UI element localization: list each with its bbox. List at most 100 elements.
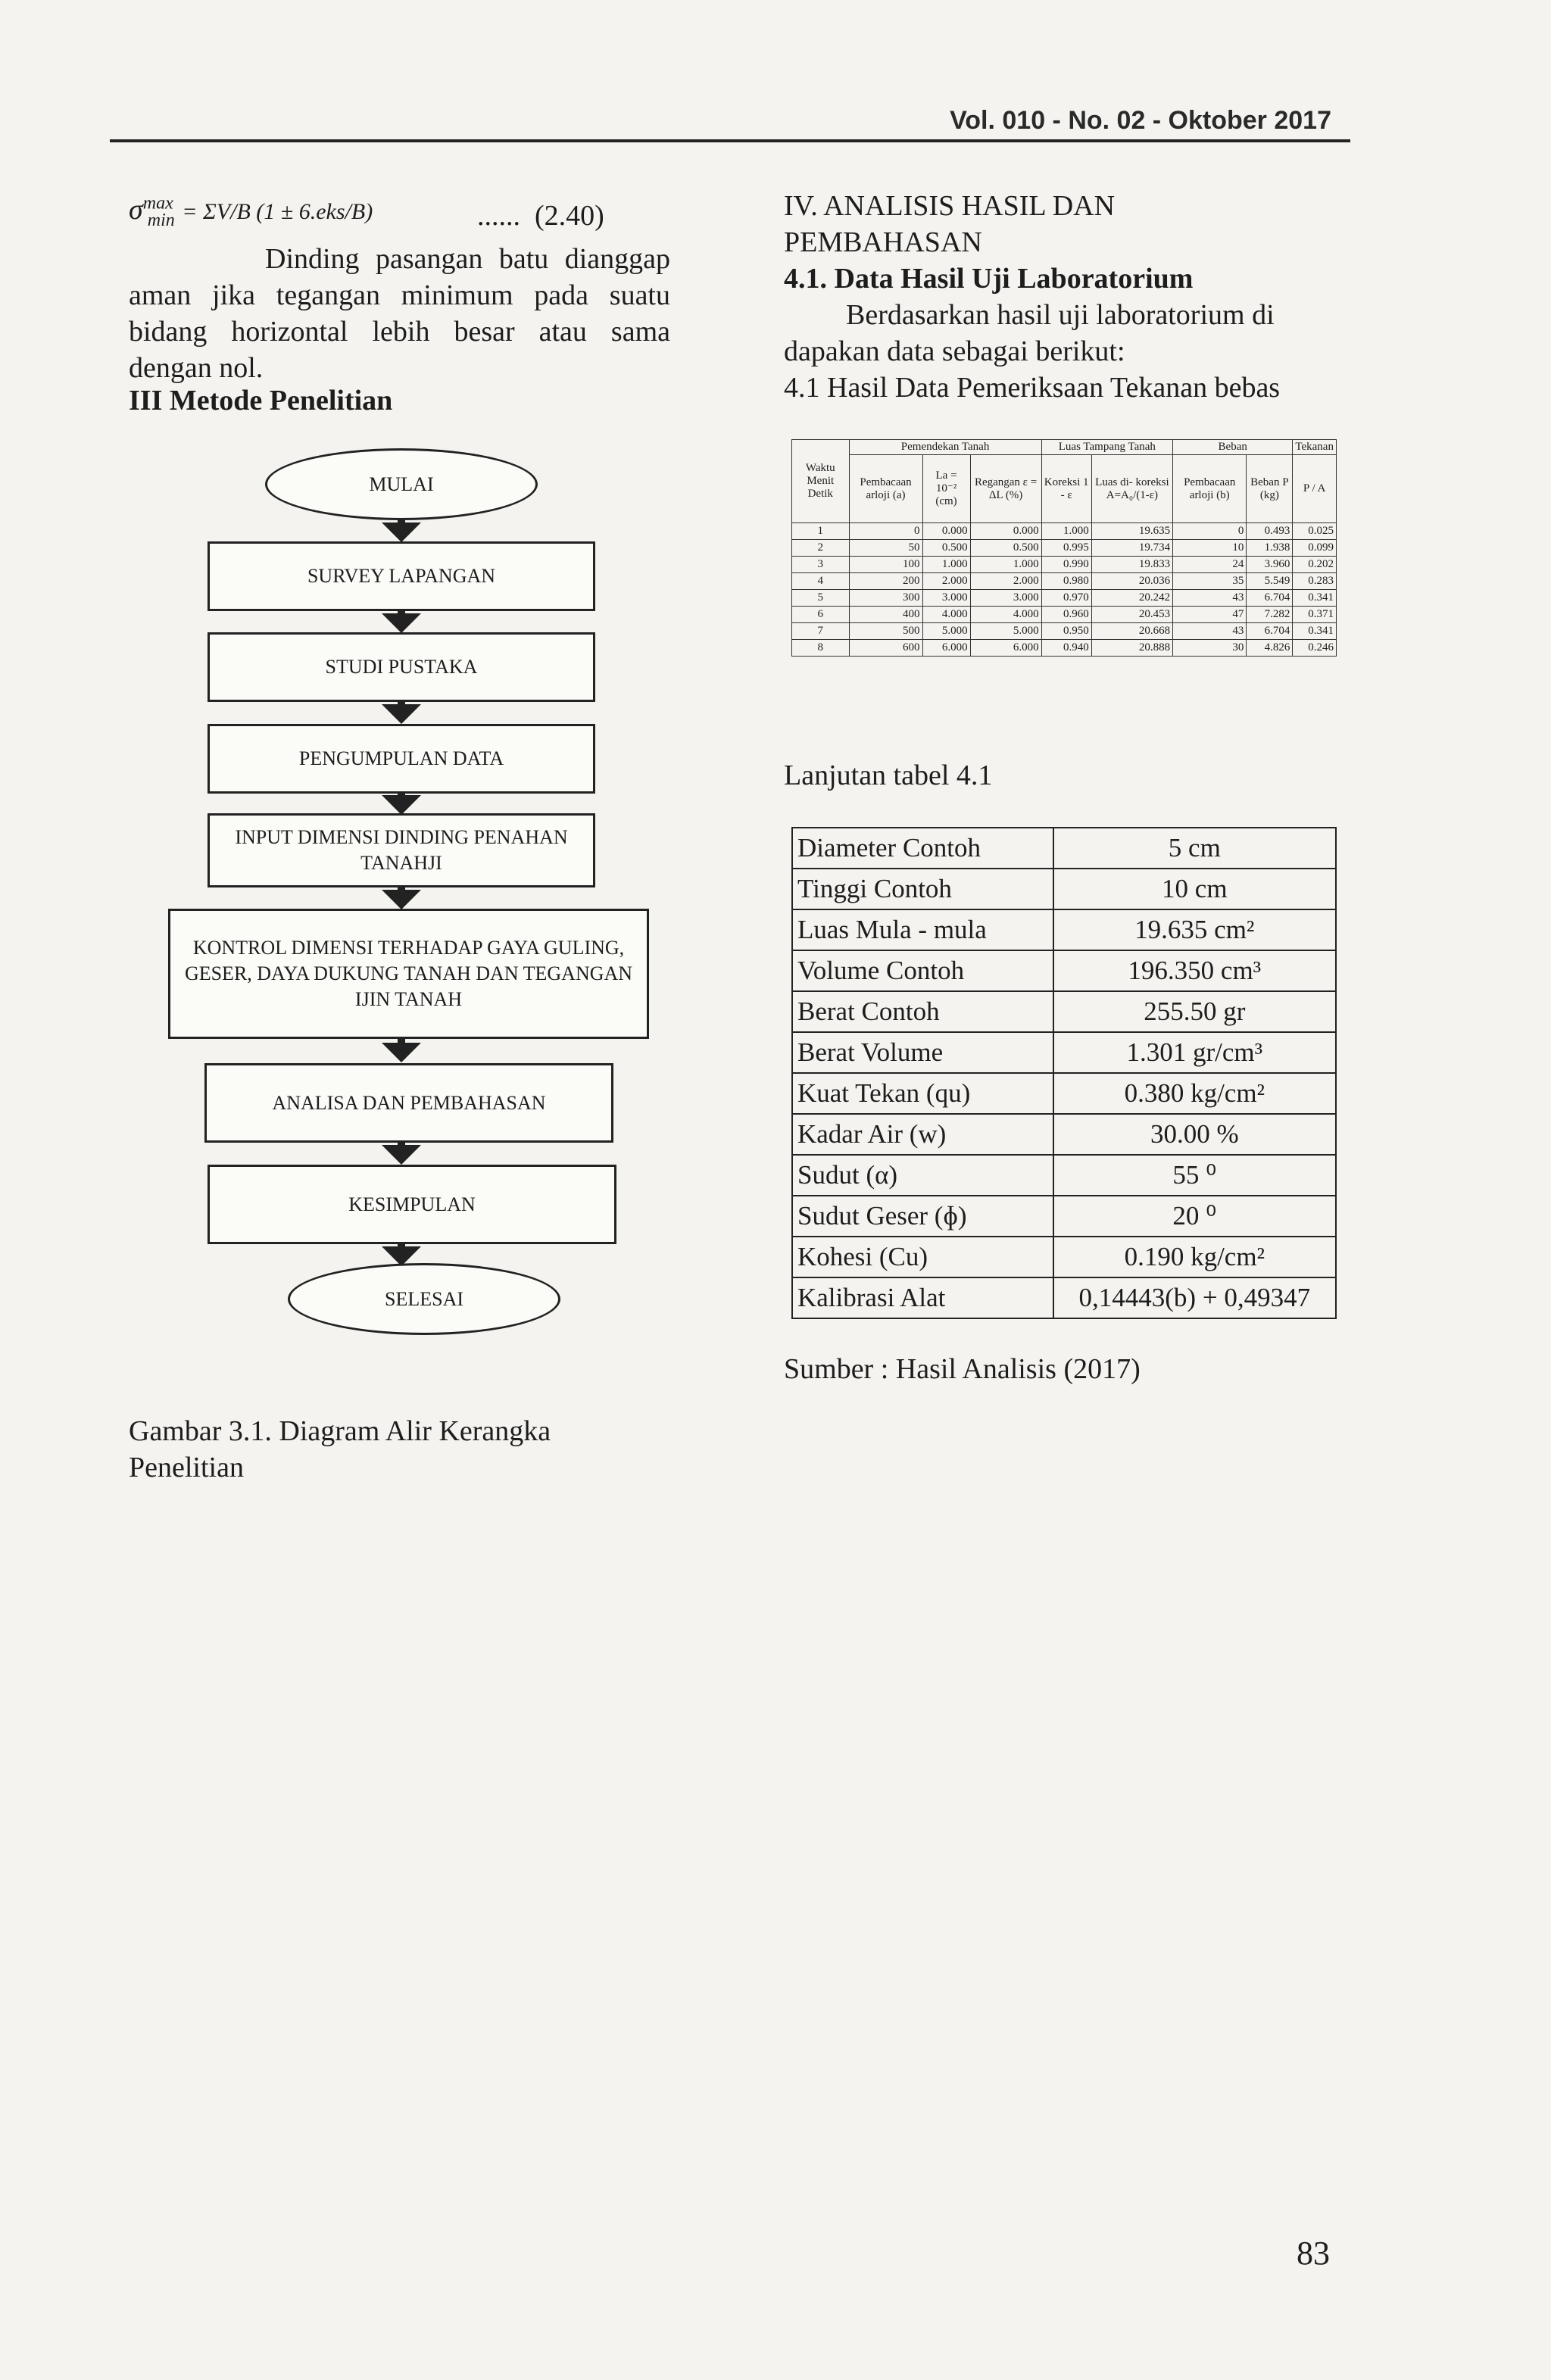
flow-input-box: INPUT DIMENSI DINDING PENAHAN TANAHJI (208, 813, 595, 887)
table-cell: 20.036 (1091, 572, 1174, 590)
table-cell: 30 (1172, 639, 1247, 657)
table-cell: 2.000 (922, 572, 971, 590)
section-heading-analisis: IV. ANALISIS HASIL DAN (784, 190, 1116, 222)
flow-arrow-head (382, 1043, 421, 1062)
table-cell: 0.940 (1041, 639, 1092, 657)
property-value: 5 cm (1052, 827, 1337, 869)
property-value: 0.190 kg/cm² (1052, 1236, 1337, 1278)
table-cell: 6.704 (1246, 622, 1294, 640)
table-cell: 20.242 (1091, 589, 1174, 607)
table-cell: 0.970 (1041, 589, 1092, 607)
table-cell: 100 (848, 556, 923, 573)
table-cell: 47 (1172, 606, 1247, 623)
property-label: Tinggi Contoh (791, 868, 1054, 910)
property-label: Berat Volume (791, 1031, 1054, 1074)
table-cell: 19.635 (1091, 522, 1174, 540)
table-cell: 5 (791, 589, 850, 607)
table-cell: 0.341 (1292, 622, 1337, 640)
flow-arrow-head (382, 522, 421, 542)
table-cell: 0.000 (969, 522, 1042, 540)
section-heading-analisis-2: PEMBAHASAN (784, 226, 982, 258)
table-cell: 0.500 (922, 539, 971, 557)
equation-rhs: = ΣV/B (1 ± 6.eks/B) (182, 199, 373, 224)
property-label: Sudut Geser (ɸ) (791, 1195, 1054, 1237)
table-cell: 35 (1172, 572, 1247, 590)
table-cell: 4 (791, 572, 850, 590)
property-value: 19.635 cm² (1052, 909, 1337, 951)
table-cell: 2 (791, 539, 850, 557)
journal-header: Vol. 010 - No. 02 - Oktober 2017 (950, 106, 1331, 135)
table-cell: 4.826 (1246, 639, 1294, 657)
table-cell: 5.000 (969, 622, 1042, 640)
col-pembacaan-b: Pembacaan arloji (b) (1172, 454, 1247, 523)
property-value: 55 ⁰ (1052, 1154, 1337, 1196)
table-cell: 7.282 (1246, 606, 1294, 623)
table-cell: 3.000 (922, 589, 971, 607)
table-cell: 1.000 (1041, 522, 1092, 540)
table-cell: 0.025 (1292, 522, 1337, 540)
table-cell: 43 (1172, 622, 1247, 640)
flow-arrow-head (382, 795, 421, 815)
flow-kontrol-box: KONTROL DIMENSI TERHADAP GAYA GULING, GE… (168, 909, 649, 1039)
equation-2-40: σmaxmin = ΣV/B (1 ± 6.eks/B) ...... (2.4… (129, 193, 604, 232)
table-cell: 0.283 (1292, 572, 1337, 590)
property-label: Berat Contoh (791, 990, 1054, 1033)
table-cell: 7 (791, 622, 850, 640)
table-cell: 5.549 (1246, 572, 1294, 590)
property-label: Volume Contoh (791, 950, 1054, 992)
col-waktu: Waktu Menit Detik (791, 439, 850, 523)
property-value: 0.380 kg/cm² (1052, 1072, 1337, 1115)
table-cell: 3 (791, 556, 850, 573)
table-cell: 20.668 (1091, 622, 1174, 640)
table-cell: 4.000 (969, 606, 1042, 623)
property-value: 0,14443(b) + 0,49347 (1052, 1277, 1337, 1319)
col-regangan: Regangan ε = ΔL (%) (969, 454, 1042, 523)
table-cell: 0.950 (1041, 622, 1092, 640)
col-luas-koreksi: Luas di- koreksi A=A₀/(1-ε) (1091, 454, 1174, 523)
table-cell: 6.704 (1246, 589, 1294, 607)
property-label: Kalibrasi Alat (791, 1277, 1054, 1319)
table-cell: 20.453 (1091, 606, 1174, 623)
table-cell: 50 (848, 539, 923, 557)
table-cell: 20.888 (1091, 639, 1174, 657)
table-cell: 1.000 (922, 556, 971, 573)
flow-survey-box: SURVEY LAPANGAN (208, 541, 595, 611)
table-cell: 1.938 (1246, 539, 1294, 557)
table-cell: 3.960 (1246, 556, 1294, 573)
lab-data-table: Waktu Menit Detik Pemendekan Tanah Luas … (791, 439, 1337, 657)
figure-caption-line2: Penelitian (129, 1452, 244, 1483)
property-row: Kohesi (Cu)0.190 kg/cm² (791, 1236, 1337, 1278)
table-cell: 400 (848, 606, 923, 623)
table-cell: 300 (848, 589, 923, 607)
table-cell: 6.000 (969, 639, 1042, 657)
table-cell: 0.995 (1041, 539, 1092, 557)
flow-arrow-head (382, 1145, 421, 1165)
property-row: Kadar Air (w)30.00 % (791, 1113, 1337, 1156)
section-heading-metode: III Metode Penelitian (129, 385, 393, 416)
property-row: Sudut (α)55 ⁰ (791, 1154, 1337, 1196)
table-cell: 19.833 (1091, 556, 1174, 573)
table-cell: 500 (848, 622, 923, 640)
table-cell: 2.000 (969, 572, 1042, 590)
flow-start-oval: MULAI (265, 448, 538, 520)
property-label: Diameter Contoh (791, 827, 1054, 869)
col-beban: Beban (1172, 439, 1294, 455)
col-tekanan: Tekanan (1292, 439, 1337, 455)
table-cell: 0.371 (1292, 606, 1337, 623)
table-cell: 24 (1172, 556, 1247, 573)
continuation-label: Lanjutan tabel 4.1 (784, 760, 993, 791)
property-label: Sudut (α) (791, 1154, 1054, 1196)
intro-line2: dapakan data sebagai berikut: (784, 335, 1125, 367)
table-cell: 0.980 (1041, 572, 1092, 590)
